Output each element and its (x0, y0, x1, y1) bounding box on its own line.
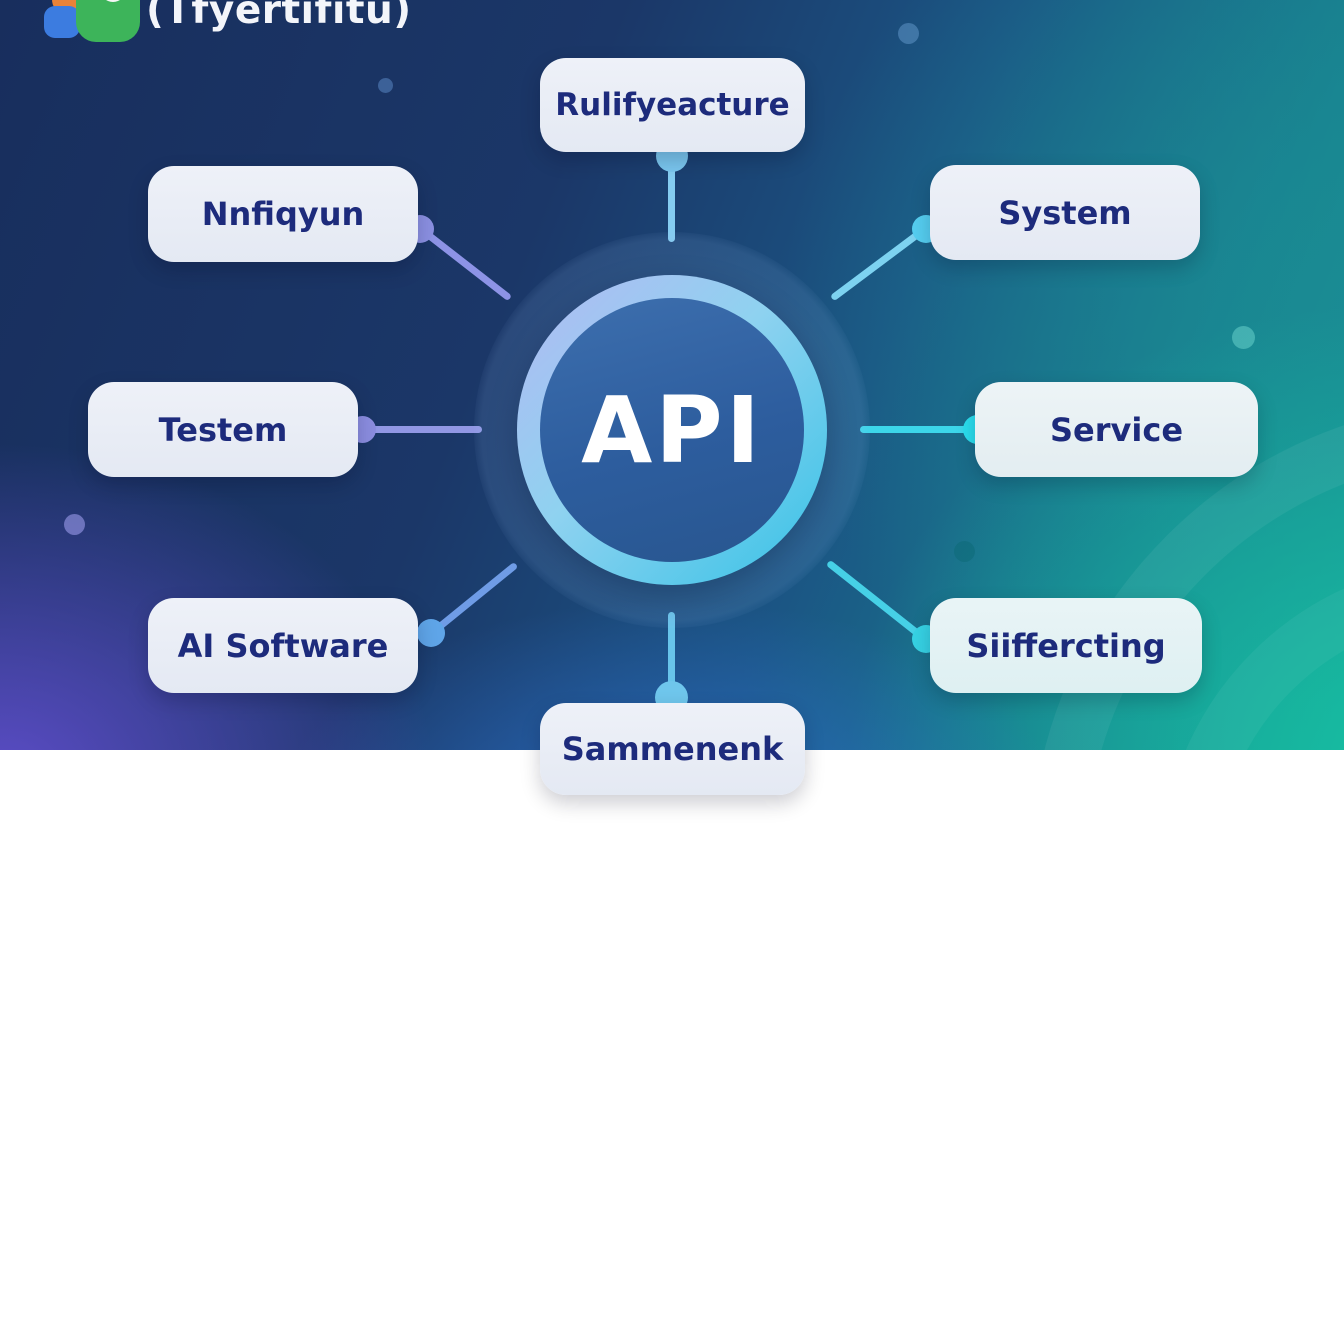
node-system: System (930, 165, 1200, 260)
decorative-dot (898, 23, 919, 44)
node-ai-software: AI Software (148, 598, 418, 693)
api-hub-ring: API (517, 275, 827, 585)
decorative-dot (954, 541, 975, 562)
connector-dot-lower-left (417, 619, 445, 647)
decorative-dot (1232, 326, 1255, 349)
node-label: System (998, 193, 1132, 232)
logo-white-circle (100, 0, 126, 2)
node-nnfiqyun: Nnfiqyun (148, 166, 418, 262)
logo-blue-petal (44, 6, 80, 38)
node-label: Testem (158, 410, 288, 449)
spoke-right (860, 426, 978, 433)
brand-logo pinwheel-icon (42, 0, 142, 62)
node-testem: Testem (88, 382, 358, 477)
spoke-bottom (668, 612, 675, 700)
node-bottom-clipped: Sammenenk (540, 703, 805, 795)
api-hub-label: API (581, 376, 763, 484)
node-label: AI Software (177, 626, 389, 665)
node-label: Siiffercting (966, 626, 1166, 665)
spoke-left (362, 426, 482, 433)
node-label: Rulifyeacture (555, 87, 790, 123)
node-rulifyeacture: Rulifyeacture (540, 58, 805, 152)
node-label: Service (1049, 410, 1184, 449)
brand-name: (Tfyertifitu) (146, 0, 412, 33)
logo-green-petal (76, 0, 140, 42)
node-label: Sammenenk (561, 730, 784, 768)
node-label: Nnfiqyun (201, 195, 365, 233)
node-siiffercting: Siiffercting (930, 598, 1202, 693)
api-hub-inner-circle: API (540, 298, 804, 562)
spoke-top (668, 158, 675, 242)
decorative-dot (378, 78, 393, 93)
decorative-dot (64, 514, 85, 535)
node-service: Service (975, 382, 1258, 477)
